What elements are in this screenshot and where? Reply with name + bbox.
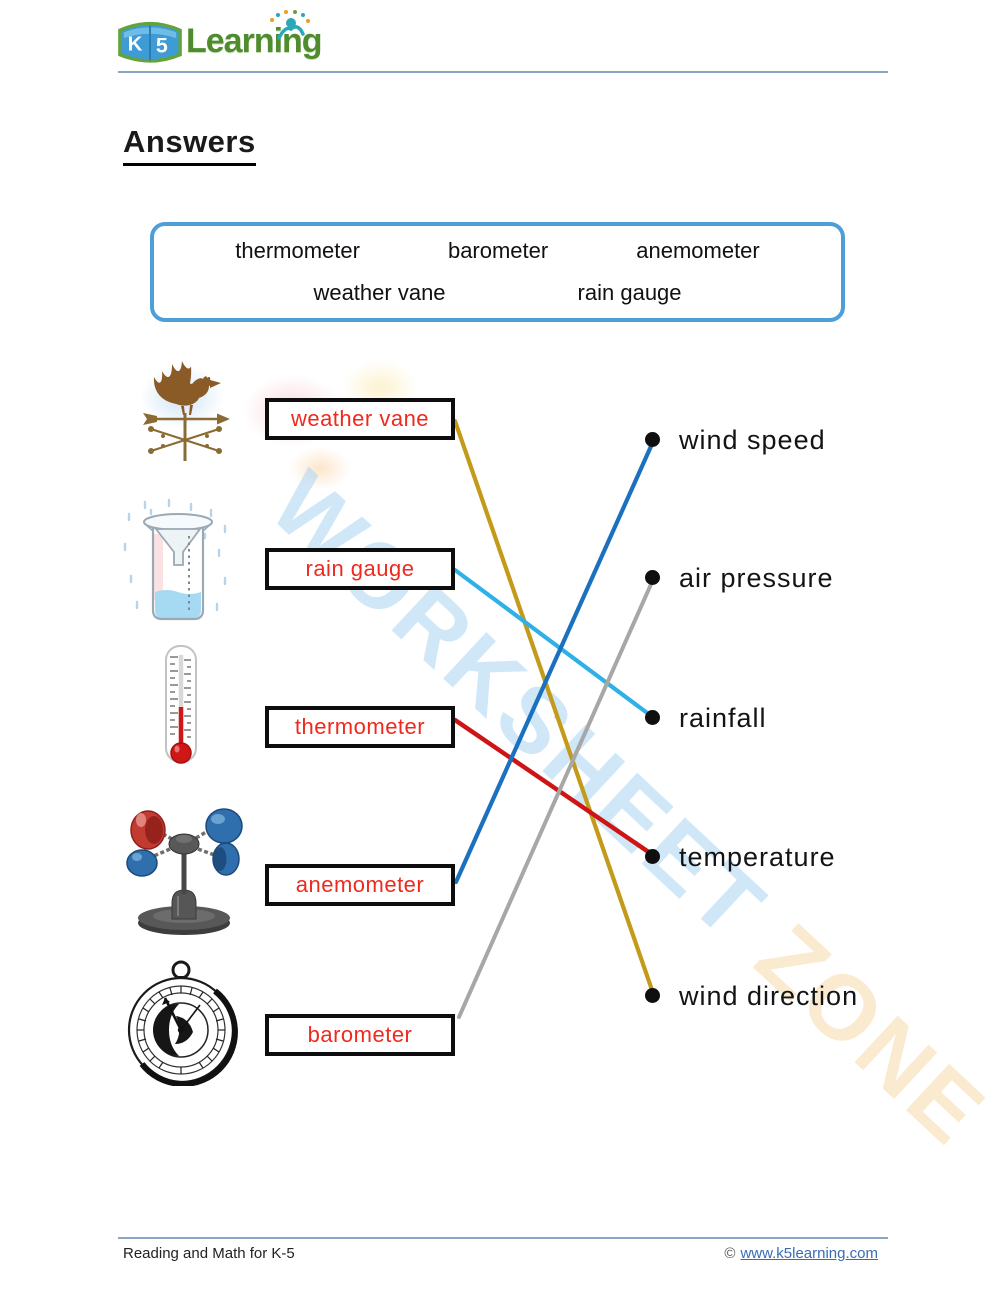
word-bank-item-thermometer: thermometer [235,238,360,263]
measure-label-rainfall: rainfall [679,703,767,733]
answer-box-anemometer: anemometer [265,864,455,906]
answer-box-thermometer: thermometer [265,706,455,748]
footer-copyright: © www.k5learning.com [724,1245,878,1262]
answer-label: thermometer [294,714,426,739]
barometer-image [127,960,238,1086]
bullet-air-pressure [645,570,660,585]
word-bank-item-anemometer: anemometer [636,238,760,263]
logo-figure-icon [270,10,310,40]
header-rule [118,71,888,73]
word-bank-row-2: weather vane rain gauge [154,280,841,306]
connection-line-anemometer [453,441,655,885]
connection-line-rain-gauge [452,567,653,718]
thermometer-image [165,645,197,764]
svg-text:K: K [128,34,143,56]
answer-label: weather vane [290,406,430,431]
answer-box-weather-vane: weather vane [265,398,455,440]
measure-label-wind-direction: wind direction [679,981,859,1011]
k5-book-icon: K 5 [118,21,182,63]
k5-learning-logo: K 5 Learning [116,10,376,68]
rain-gauge-image [123,498,227,621]
footer-tagline: Reading and Math for K-5 [123,1245,295,1262]
weather-vane-image [143,361,230,461]
bullet-temperature [645,849,660,864]
watermark-word-2: ZONE [737,905,1000,1166]
anemometer-image [126,808,243,935]
k5learning-link[interactable]: www.k5learning.com [740,1245,878,1262]
answer-box-rain-gauge: rain gauge [265,548,455,590]
connection-line-weather-vane [452,418,655,993]
bullet-wind-speed [645,432,660,447]
bullet-rainfall [645,710,660,725]
connection-line-thermometer [452,717,653,856]
svg-text:5: 5 [156,34,168,58]
measure-label-wind-speed: wind speed [679,425,826,455]
measure-label-air-pressure: air pressure [679,563,834,593]
word-bank-item-rain-gauge: rain gauge [577,280,682,305]
word-bank-row-1: thermometer barometer anemometer [154,238,841,264]
bullet-wind-direction [645,988,660,1003]
word-bank-item-weather-vane: weather vane [313,280,446,305]
answer-box-barometer: barometer [265,1014,455,1056]
page-title: Answers [123,124,256,166]
footer-rule [118,1237,888,1239]
answer-label: anemometer [295,872,425,897]
connection-line-barometer [457,580,654,1019]
copyright-symbol: © [724,1245,736,1262]
word-bank-item-barometer: barometer [447,238,549,263]
answer-label: barometer [307,1022,413,1047]
word-bank-box: thermometer barometer anemometer weather… [150,222,845,322]
answer-label: rain gauge [305,556,415,581]
measure-label-temperature: temperature [679,842,836,872]
